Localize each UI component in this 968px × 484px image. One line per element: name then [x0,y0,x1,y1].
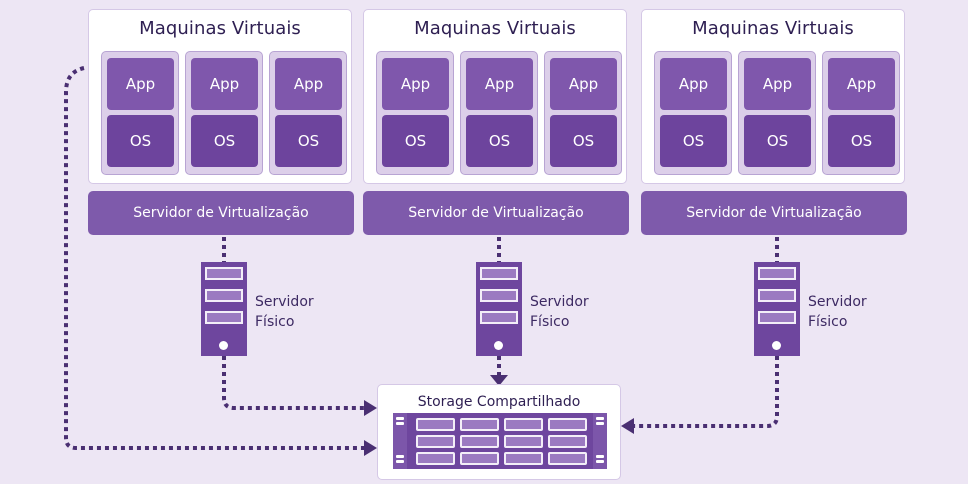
os-layer: OS [550,115,617,167]
vm-panel-title: Maquinas Virtuais [692,18,854,39]
os-layer: OS [382,115,449,167]
storage-drive-bay [460,452,499,465]
vm-panel-3: Maquinas Virtuais App OS App OS App OS [641,9,905,184]
vm-panel-title: Maquinas Virtuais [139,18,301,39]
virtual-machine: App OS [185,51,263,175]
server-label-line2: Físico [808,314,848,330]
server-label-line2: Físico [255,314,295,330]
connector-vm-storage [64,66,364,450]
arrowhead-server3 [621,418,634,434]
server-label-line2: Físico [530,314,570,330]
app-layer: App [550,58,617,110]
virtual-machine: App OS [544,51,622,175]
connector-server3-storage [634,356,779,428]
server-bay [758,289,796,302]
storage-title: Storage Compartilhado [417,394,581,410]
server-label-2: Servidor Físico [530,292,589,332]
virtual-machine: App OS [269,51,347,175]
storage-drive-bay [416,452,455,465]
physical-server-icon [201,262,247,356]
storage-panel: Storage Compartilhado [377,384,621,480]
app-layer: App [828,58,895,110]
os-layer: OS [828,115,895,167]
virtual-machine: App OS [460,51,538,175]
app-layer: App [744,58,811,110]
rack-ear-right [593,413,607,469]
rack-ear-left [393,413,407,469]
storage-drive-bay [504,418,543,431]
storage-drive-bay [460,418,499,431]
storage-drive-bay [548,435,587,448]
app-layer: App [660,58,727,110]
server-label-line1: Servidor [808,294,867,310]
server-bay [480,267,518,280]
physical-server-icon [476,262,522,356]
server-bay [758,267,796,280]
virtual-machine: App OS [376,51,454,175]
server-label-line1: Servidor [255,294,314,310]
storage-drive-bay [504,452,543,465]
vm-panel-1: Maquinas Virtuais App OS App OS App OS [88,9,352,184]
hypervisor-bar-3: Servidor de Virtualização [641,191,907,235]
server-bay [205,267,243,280]
server-bay [205,289,243,302]
storage-drive-bay [460,435,499,448]
hypervisor-bar-2: Servidor de Virtualização [363,191,629,235]
virtual-machine: App OS [654,51,732,175]
arrowhead-vm [364,440,377,456]
os-layer: OS [744,115,811,167]
os-layer: OS [466,115,533,167]
os-layer: OS [191,115,258,167]
server-bay [758,311,796,324]
storage-drive-bay [504,435,543,448]
vm-panel-title: Maquinas Virtuais [414,18,576,39]
server-label-3: Servidor Físico [808,292,867,332]
server-bay [480,289,518,302]
arrowhead-server2 [490,375,508,386]
app-layer: App [466,58,533,110]
server-label-1: Servidor Físico [255,292,314,332]
server-bay [205,311,243,324]
os-layer: OS [107,115,174,167]
app-layer: App [107,58,174,110]
os-layer: OS [660,115,727,167]
virtual-machine: App OS [101,51,179,175]
app-layer: App [191,58,258,110]
storage-drive-bay [548,452,587,465]
server-power-led [219,341,228,350]
server-bay [480,311,518,324]
storage-drive-bay [416,418,455,431]
server-power-led [772,341,781,350]
storage-drive-bay [548,418,587,431]
os-layer: OS [275,115,342,167]
arrowhead-server1 [364,400,377,416]
physical-server-icon [754,262,800,356]
connector-server1-storage [222,356,364,410]
storage-drive-bay [416,435,455,448]
app-layer: App [275,58,342,110]
virtual-machine: App OS [822,51,900,175]
server-power-led [494,341,503,350]
hypervisor-bar-1: Servidor de Virtualização [88,191,354,235]
server-label-line1: Servidor [530,294,589,310]
vm-panel-2: Maquinas Virtuais App OS App OS App OS [363,9,627,184]
app-layer: App [382,58,449,110]
virtual-machine: App OS [738,51,816,175]
storage-array-icon [393,413,607,469]
